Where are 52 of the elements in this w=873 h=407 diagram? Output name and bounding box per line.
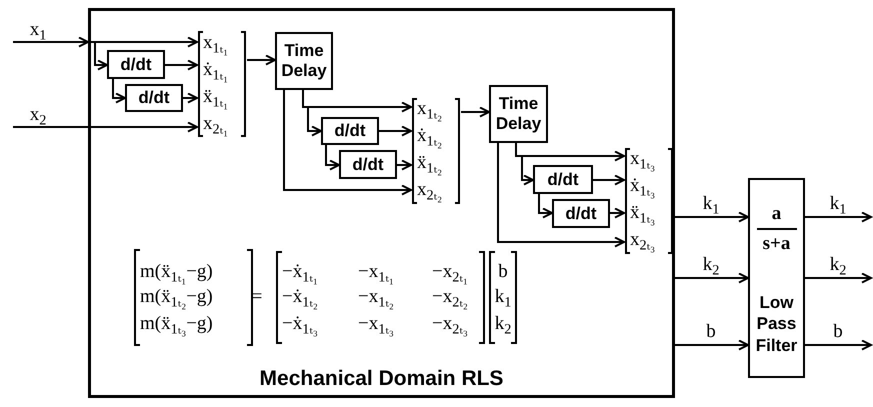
process-box: d/dt [339, 150, 397, 179]
filter-block [748, 178, 805, 378]
edge-label: k$_{1}$ [702, 194, 720, 213]
process-box: d/dt [552, 199, 610, 228]
arrow [675, 340, 749, 350]
arrow [13, 36, 89, 48]
equation-term: k$_{1}$ [494, 287, 512, 306]
edge-label: k$_{2}$ [702, 255, 720, 274]
process-box: d/dt [321, 117, 379, 145]
edge-label: b [706, 322, 716, 341]
transfer-function-term: s+a [756, 228, 796, 253]
arrow [13, 122, 198, 132]
block-label: Low Pass Filter [754, 292, 798, 356]
edge-label: x$_{1}$ [30, 20, 46, 39]
arrow [302, 90, 322, 136]
arrow [397, 160, 412, 170]
edge-label: k$_{1}$ [830, 194, 846, 213]
arrow [805, 272, 872, 284]
process-box: d/dt [125, 84, 183, 112]
arrow [538, 194, 553, 218]
equation-term: k$_{2}$ [494, 314, 512, 333]
arrow [515, 143, 534, 186]
column-vector [197, 31, 247, 137]
arrow [88, 41, 108, 70]
arrow [805, 212, 872, 222]
equation-term: b [498, 262, 508, 281]
process-box: Time Delay [275, 32, 333, 90]
arrow [805, 340, 872, 350]
column-vector [624, 148, 674, 254]
arrow [593, 174, 625, 186]
system-block [88, 8, 675, 398]
process-box: d/dt [107, 50, 165, 79]
process-box: d/dt [533, 165, 593, 194]
arrow [183, 92, 198, 104]
arrow [610, 208, 625, 218]
arrow [325, 145, 340, 170]
process-box: Time Delay [489, 85, 548, 143]
arrow [112, 79, 126, 104]
column-vector [411, 98, 461, 204]
arrow [461, 106, 490, 118]
arrow [497, 143, 625, 248]
edge-label: k$_{2}$ [830, 255, 846, 274]
transfer-function-term: a [772, 204, 782, 223]
edge-label: x$_{2}$ [30, 105, 46, 124]
arrow [165, 60, 198, 70]
edge-label: b [833, 322, 843, 341]
arrow [675, 212, 749, 222]
arrow [675, 272, 749, 284]
arrow [247, 54, 276, 66]
arrow [283, 90, 412, 196]
block-title: Mechanical Domain RLS [260, 367, 504, 391]
arrow [379, 126, 412, 136]
